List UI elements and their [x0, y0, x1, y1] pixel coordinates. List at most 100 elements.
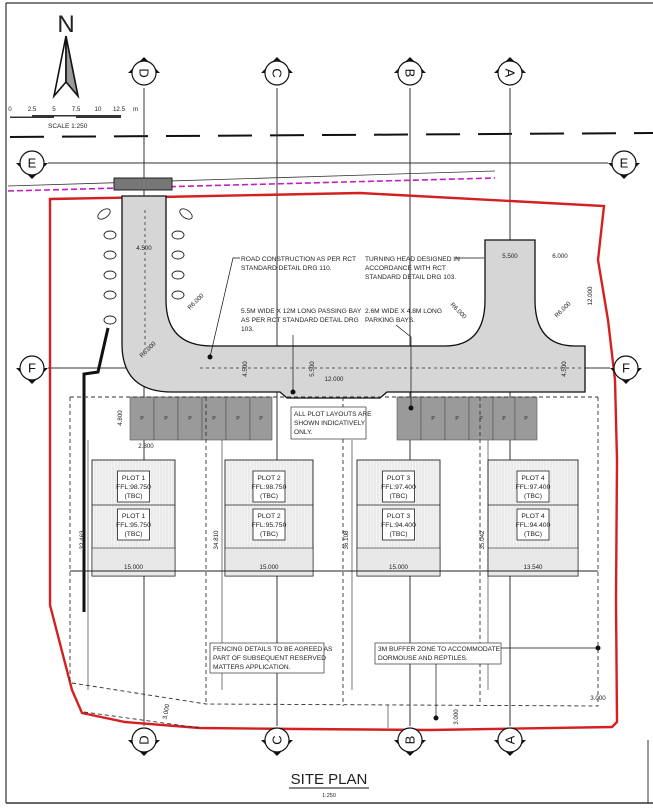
svg-text:DORMOUSE AND REPTILES.: DORMOUSE AND REPTILES. — [378, 655, 468, 662]
scale-label: SCALE 1:250 — [48, 123, 88, 130]
plot-label: FFL:95.750 — [116, 522, 151, 529]
drawing-title: SITE PLAN 1:250 — [289, 771, 369, 799]
svg-text:PART OF SUBSEQUENT RESERVED: PART OF SUBSEQUENT RESERVED — [213, 655, 326, 662]
svg-text:3M BUFFER ZONE TO ACCOMMODATE: 3M BUFFER ZONE TO ACCOMMODATE — [378, 646, 501, 653]
easement-line — [7, 177, 496, 192]
grid-label: B — [403, 736, 418, 745]
grid-label: C — [270, 735, 285, 744]
plot-label: FFL:98.750 — [116, 484, 151, 491]
scale-tick: 0 — [8, 106, 12, 113]
plot-width-dim: 15.000 — [389, 564, 408, 571]
plot-width-dim: 15.000 — [260, 564, 279, 571]
svg-text:2.6M WIDE X 4.8M LONG: 2.6M WIDE X 4.8M LONG — [365, 308, 442, 315]
plot-label: FFL:98.750 — [252, 484, 287, 491]
svg-text:ROAD CONSTRUCTION AS PER RCT: ROAD CONSTRUCTION AS PER RCT — [241, 256, 356, 263]
scale-tick: 7.5 — [72, 106, 81, 113]
scale-tick: 2.5 — [28, 106, 37, 113]
plot-label: FFL:94.400 — [381, 522, 416, 529]
grid-marker-f: F — [610, 355, 642, 384]
plot-label: (TBC) — [260, 493, 278, 500]
plot-label: PLOT 4 — [521, 475, 545, 482]
svg-text:5.5M WIDE X 12M LONG PASSING B: 5.5M WIDE X 12M LONG PASSING BAY — [241, 308, 362, 315]
scale-unit: m — [133, 106, 138, 113]
dim-radius: R6.000 — [553, 300, 572, 319]
svg-text:P: P — [188, 416, 192, 422]
parking-bays — [129, 396, 538, 441]
dim-head-side: 6.000 — [552, 253, 568, 260]
svg-text:STANDARD DETAIL DRG 110.: STANDARD DETAIL DRG 110. — [241, 265, 332, 272]
svg-text:ACCORDANCE WITH RCT: ACCORDANCE WITH RCT — [365, 265, 446, 272]
svg-text:103.: 103. — [241, 326, 254, 333]
scale-bar: 0 2.5 5 7.5 10 12.5 m SCALE 1:250 — [8, 106, 138, 130]
parking-bay-labels: P P P P P P P P P P P — [140, 416, 528, 422]
grid-label: B — [403, 69, 418, 78]
scale-tick: 10 — [95, 106, 102, 113]
note-fencing: FENCING DETAILS TO BE AGREED AS PART OF … — [209, 642, 333, 674]
plot-label: PLOT 3 — [387, 513, 411, 520]
dim-parking-width: 2.800 — [138, 443, 154, 450]
plot-label: PLOT 3 — [387, 475, 411, 482]
plot-label: (TBC) — [524, 493, 542, 500]
plot-label: PLOT 2 — [257, 475, 281, 482]
plot-depth-dim: 35.042 — [479, 530, 486, 549]
plot-label: PLOT 1 — [122, 475, 146, 482]
plot-width-dim: 13.540 — [524, 564, 543, 571]
grid-marker-d: D — [128, 57, 160, 86]
note-buffer-zone: 3M BUFFER ZONE TO ACCOMMODATE DORMOUSE A… — [374, 642, 601, 721]
dim-buffer: 3.000 — [162, 703, 172, 720]
note-turning-head: TURNING HEAD DESIGNED IN ACCORDANCE WITH… — [365, 256, 484, 281]
sheet-frame — [5, 2, 653, 804]
dim-stem-width: 4.500 — [136, 245, 152, 252]
dim-head-width: 5.500 — [502, 253, 518, 260]
grid-marker-b: B — [394, 727, 426, 756]
svg-text:SHOWN INDICATIVELY: SHOWN INDICATIVELY — [294, 420, 366, 427]
svg-text:P: P — [502, 416, 506, 422]
svg-text:PARKING BAYS.: PARKING BAYS. — [365, 317, 415, 324]
grid-label: D — [137, 735, 152, 744]
grid-label: C — [270, 68, 285, 77]
svg-text:P: P — [259, 416, 263, 422]
svg-text:FENCING DETAILS TO BE AGREED A: FENCING DETAILS TO BE AGREED AS — [213, 646, 333, 653]
dim-road-width-right: 4.500 — [561, 361, 568, 377]
grid-marker-e: E — [16, 150, 48, 179]
plot-label: FFL:95.750 — [252, 522, 287, 529]
grid-label: E — [28, 156, 37, 171]
svg-text:P: P — [524, 416, 528, 422]
plot-label: FFL:94.400 — [516, 522, 551, 529]
grid-label: A — [503, 735, 518, 744]
note-parking-bays: 2.6M WIDE X 4.8M LONG PARKING BAYS. — [365, 308, 442, 411]
dim-head-length: 12.000 — [587, 286, 594, 305]
site-entrance-gate — [113, 177, 173, 191]
grid-marker-a: A — [494, 727, 526, 756]
dim-parking-depth: 4.800 — [117, 410, 124, 426]
grid-marker-c: C — [261, 727, 293, 756]
title-scale: 1:250 — [322, 793, 336, 799]
plot-label: PLOT 1 — [122, 513, 146, 520]
grid-marker-b: B — [394, 57, 426, 86]
tree-icons — [97, 208, 193, 325]
plot-depth-dim: 32.463 — [79, 530, 86, 549]
plot-label: (TBC) — [524, 531, 542, 538]
retaining-wall — [82, 327, 110, 612]
plot-label: (TBC) — [389, 531, 407, 538]
svg-text:ALL PLOT LAYOUTS ARE: ALL PLOT LAYOUTS ARE — [294, 411, 372, 418]
svg-text:AS PER RCT STANDARD DETAIL DRG: AS PER RCT STANDARD DETAIL DRG — [241, 317, 359, 324]
plot-label: (TBC) — [124, 531, 142, 538]
dim-radius: R6.000 — [449, 301, 468, 320]
grid-marker-c: C — [261, 57, 293, 86]
title-label: SITE PLAN — [291, 771, 368, 788]
dim-bay-width: 5.500 — [309, 361, 316, 377]
svg-text:P: P — [140, 416, 144, 422]
dim-bay-length: 12.000 — [325, 376, 344, 383]
grid-marker-d: D — [128, 727, 160, 756]
svg-text:P: P — [212, 416, 216, 422]
dim-road-width: 4.500 — [242, 361, 249, 377]
plot-label: PLOT 2 — [257, 513, 281, 520]
dim-buffer: 3.000 — [590, 695, 606, 702]
plot-depth-dim: 36.108 — [343, 530, 350, 549]
north-label: N — [57, 11, 74, 38]
